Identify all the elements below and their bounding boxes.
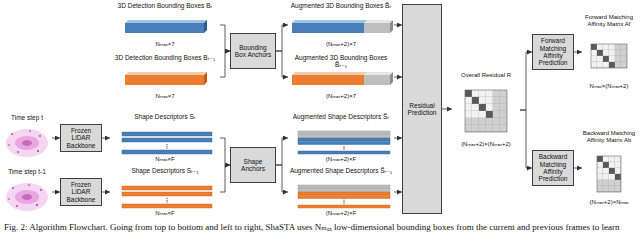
box-stack-previous	[125, 72, 207, 85]
dimension-label: Nₘₐₓ×F	[155, 156, 174, 163]
flow-arrow	[574, 168, 582, 169]
shape-bars-previous	[122, 186, 212, 208]
node-heading: Backward Matching Affinity Matrix Ab	[582, 130, 636, 144]
flow-arrow	[394, 192, 402, 193]
flow-arrow	[276, 51, 288, 77]
flow-arrow	[52, 138, 60, 139]
augmented-shape-bars-previous	[298, 185, 390, 208]
flow-arrow	[52, 192, 60, 193]
shape-bars-current	[122, 132, 212, 154]
node-heading: Frozen LiDAR Backbone	[63, 127, 99, 149]
node-heading: Time step t	[11, 114, 43, 121]
augmented-box-stack-previous	[292, 72, 393, 85]
node-heading: Residual Prediction	[405, 102, 439, 117]
dimension-label: (Nₘₐₓ+2)×F	[326, 156, 356, 163]
lidar-point-cloud-previous	[6, 183, 48, 211]
process-box: Backward Matching Affinity Prediction	[532, 150, 574, 186]
process-box: Residual Prediction	[402, 4, 442, 214]
node-heading: Frozen LiDAR Backbone	[63, 181, 99, 203]
figure-caption: Fig. 2: Algorithm Flowchart. Going from …	[4, 222, 636, 232]
node-heading: Augmented Shape Descriptors S̃ₜ	[293, 113, 390, 120]
box-stack-current	[125, 20, 207, 33]
dimension-label: (Nₘₐₓ+2)×7	[326, 93, 356, 100]
flow-arrow	[442, 109, 452, 110]
process-box: Frozen LiDAR Backbone	[60, 178, 102, 206]
flow-arrow	[520, 52, 532, 110]
node-heading: Time step t-1	[8, 168, 46, 175]
tensor-stack: Augmented Shape Descriptors S̃ₜ₋₁ (Nₘₐₓ+2…	[288, 167, 394, 217]
flow-arrow	[102, 138, 110, 139]
node-heading: Augmented Shape Descriptors S̃ₜ₋₁	[290, 167, 392, 174]
node-heading: Backward Matching Affinity Prediction	[535, 153, 571, 183]
affinity-matrix: Overall Residual R (Nₘₐₓ+2)×(Nₘₐₓ+2)	[452, 72, 520, 148]
augmented-box-stack-current	[292, 20, 393, 33]
tensor-stack: Shape Descriptors Sₜ Nₘₐₓ×F	[110, 113, 220, 163]
flow-arrow	[220, 165, 230, 192]
lidar-frame: Time step t	[2, 114, 52, 162]
affinity-matrix: Forward Matching Affinity Matrix Af Nₘₐₓ×…	[582, 14, 636, 90]
node-heading: Overall Residual R	[461, 72, 511, 79]
backward-affinity-matrix	[597, 156, 621, 192]
dimension-label: (Nₘₐₓ+2)×F	[326, 210, 356, 217]
node-heading: Shape Descriptors Sₜ₋₁	[131, 167, 198, 174]
tensor-stack: 3D Detection Bounding Boxes Bₜ Nₘₐₓ×7	[110, 2, 220, 48]
dimension-label: Nₘₐₓ×7	[155, 41, 174, 48]
augmented-shape-bars-current	[298, 131, 390, 154]
flow-arrow	[394, 138, 402, 139]
lidar-point-cloud-current	[6, 129, 48, 157]
node-heading: Bounding Box Anchors	[233, 44, 273, 59]
residual-matrix	[465, 90, 507, 132]
tensor-stack: Augmented Shape Descriptors S̃ₜ (Nₘₐₓ+2)×…	[288, 113, 394, 163]
flow-arrow	[574, 52, 582, 53]
tensor-stack: Augmented 3D Bounding Boxes B̃ₜ₋₁ (Nₘₐₓ+2…	[288, 54, 394, 100]
tensor-stack: 3D Detection Bounding Boxes Bₜ₋₁ Nₘₐₓ×7	[110, 54, 220, 100]
tensor-stack: Augmented 3D Bounding Boxes B̃ₜ (Nₘₐₓ+2)×…	[288, 2, 394, 48]
tensor-stack: Shape Descriptors Sₜ₋₁ Nₘₐₓ×F	[110, 167, 220, 217]
forward-affinity-matrix	[591, 44, 627, 68]
flow-arrow	[394, 25, 402, 26]
flow-arrow	[276, 165, 288, 192]
dimension-label: Nₘₐₓ×F	[155, 210, 174, 217]
node-heading: Augmented 3D Bounding Boxes B̃ₜ₋₁	[288, 54, 394, 69]
node-heading: Shape Anchors	[233, 158, 273, 173]
dimension-label: (Nₘₐₓ+2)×(Nₘₐₓ+2)	[461, 141, 511, 148]
node-heading: Augmented 3D Bounding Boxes B̃ₜ	[291, 2, 392, 9]
lidar-frame: Time step t-1	[2, 168, 52, 216]
dimension-label: Nₘₐₓ×7	[155, 93, 174, 100]
node-heading: 3D Detection Bounding Boxes Bₜ₋₁	[115, 54, 215, 61]
node-heading: 3D Detection Bounding Boxes Bₜ	[118, 2, 213, 9]
dimension-label: Nₘₐₓ×(Nₘₐₓ+2)	[590, 83, 629, 90]
flow-arrow	[276, 25, 288, 51]
node-heading: Forward Matching Affinity Prediction	[535, 37, 571, 67]
dimension-label: (Nₘₐₓ+2)×7	[326, 41, 356, 48]
node-heading: Forward Matching Affinity Matrix Af	[582, 14, 636, 28]
flow-arrow	[276, 138, 288, 165]
process-box: Forward Matching Affinity Prediction	[532, 34, 574, 70]
flow-arrow	[520, 110, 532, 168]
flow-arrow	[394, 77, 402, 78]
node-heading: Shape Descriptors Sₜ	[134, 113, 196, 120]
affinity-matrix: Backward Matching Affinity Matrix Ab (Nₘₐ…	[582, 130, 636, 206]
process-box: Bounding Box Anchors	[230, 33, 276, 69]
flow-arrow	[220, 51, 230, 77]
process-box: Shape Anchors	[230, 147, 276, 183]
flow-arrow	[220, 138, 230, 165]
flow-arrow	[220, 25, 230, 51]
flow-arrow	[102, 192, 110, 193]
process-box: Frozen LiDAR Backbone	[60, 124, 102, 152]
dimension-label: (Nₘₐₓ+2)×Nₘₐₓ	[590, 199, 629, 206]
